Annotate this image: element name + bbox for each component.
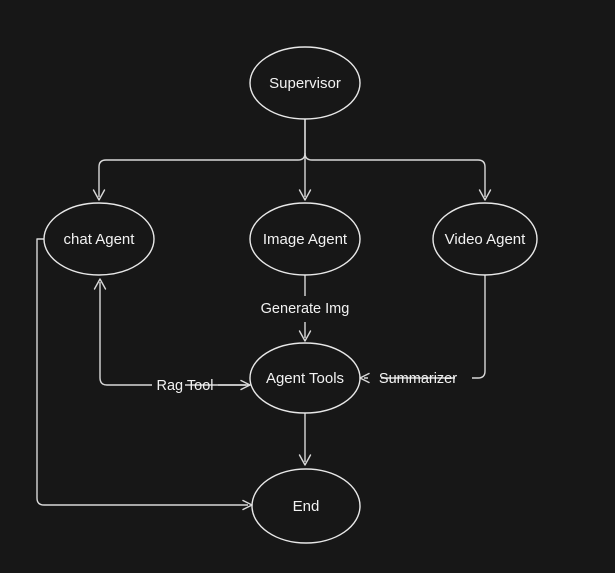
edge-agent-tools-to-chat-agent [93,278,250,386]
node-label-image-agent: Image Agent [263,231,348,248]
edge-supervisor-to-chat-agent [92,119,306,201]
edge-agent-tools-to-end [298,413,312,466]
edge-rag-tool-into-agent-tools [218,379,251,391]
node-supervisor[interactable]: Supervisor [249,46,361,120]
node-video-agent[interactable]: Video Agent [432,202,538,276]
edge-label-generate-img: Generate Img [261,301,350,317]
edge-label-rag-tool-text: Rag Tool [157,378,214,394]
edge-supervisor-to-image-agent [298,119,312,201]
node-image-agent[interactable]: Image Agent [249,202,361,276]
edge-video-agent-to-agent-tools [359,275,486,384]
edge-label-generate-img-text: Generate Img [261,301,350,317]
edge-supervisor-to-video-agent [304,152,492,201]
node-label-video-agent: Video Agent [445,231,526,248]
edge-label-rag-tool: Rag Tool [157,378,214,394]
edge-image-agent-to-agent-tools [298,275,312,342]
node-label-end: End [293,498,320,515]
edge-label-summarizer-text: Summarizer [379,371,457,387]
node-end[interactable]: End [251,468,361,544]
node-chat-agent[interactable]: chat Agent [43,202,155,276]
node-label-chat-agent: chat Agent [64,231,136,248]
node-agent-tools[interactable]: Agent Tools [249,342,361,414]
node-label-agent-tools: Agent Tools [266,370,344,387]
node-label-supervisor: Supervisor [269,75,341,92]
edge-chat-agent-to-end [36,238,253,511]
edge-label-summarizer: Summarizer [379,371,457,387]
